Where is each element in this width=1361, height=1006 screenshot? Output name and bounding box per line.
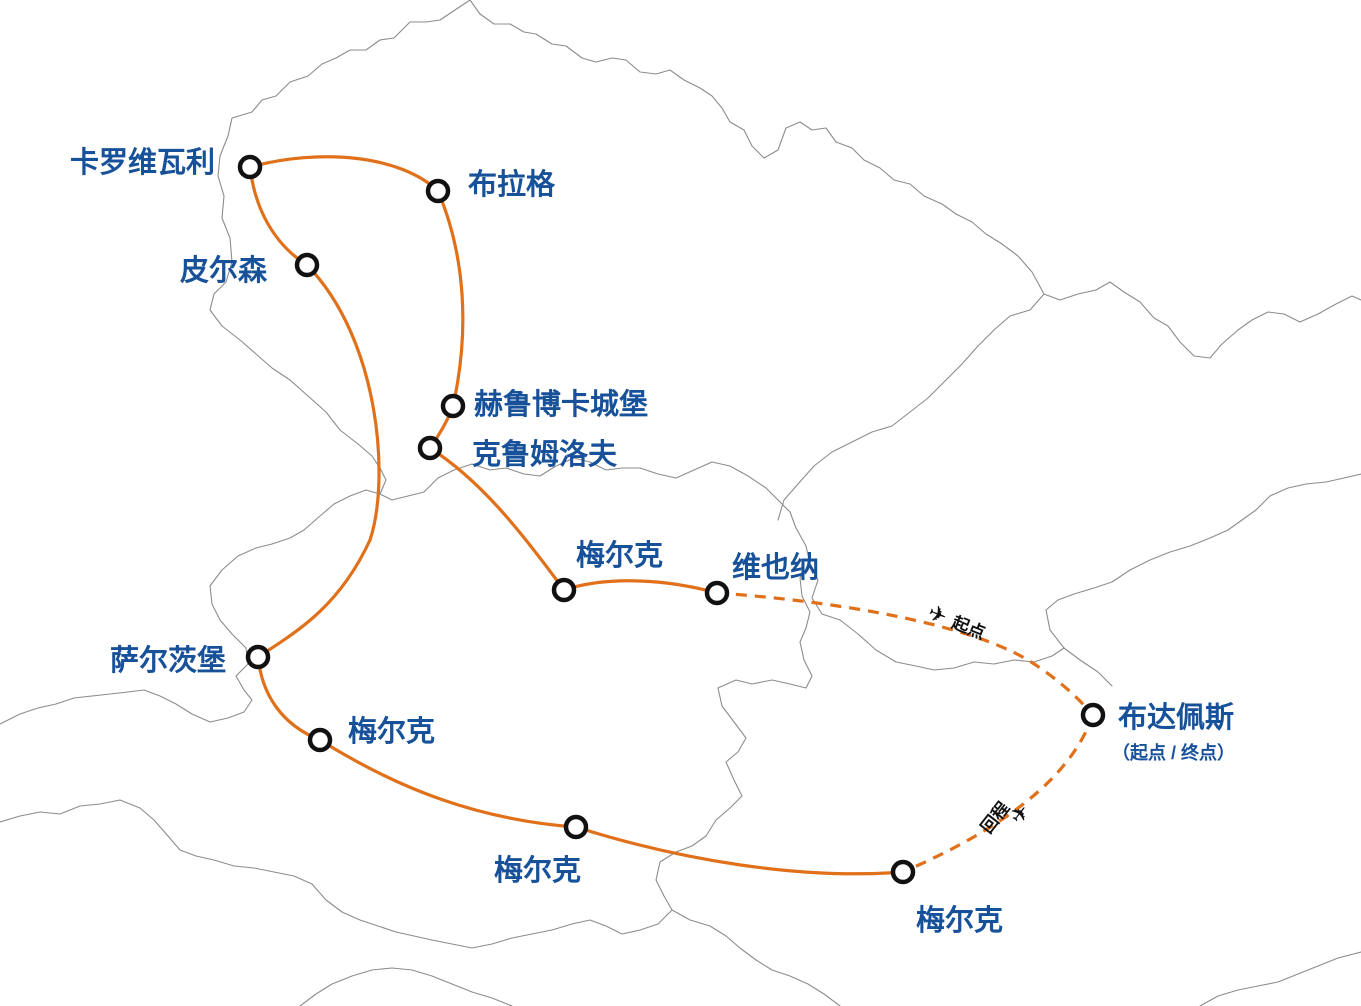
stop-label-melk-4: 梅尔克	[916, 904, 1003, 937]
stop-label-melk-1: 梅尔克	[576, 539, 663, 572]
slovakia-border	[1045, 473, 1361, 649]
flight-annotation-return: ✈ 回程	[977, 799, 1036, 837]
stop-label-melk-3: 梅尔克	[494, 854, 581, 887]
stop-label-pilsen: 皮尔森	[180, 254, 268, 287]
stop-marker-budapest[interactable]	[1080, 702, 1106, 728]
stop-label-karlovy-vary: 卡罗维瓦利	[70, 146, 215, 179]
route-lines	[248, 155, 1095, 876]
slovenia-border	[299, 951, 1361, 1006]
stop-marker-vienna[interactable]	[704, 580, 730, 606]
stop-label-melk-2: 梅尔克	[348, 715, 435, 748]
stop-marker-melk-2[interactable]	[307, 727, 333, 753]
austria-border	[0, 489, 1065, 949]
route-karlovy-vary-to-pilsen	[248, 165, 309, 267]
stop-marker-melk-1[interactable]	[551, 577, 577, 603]
route-pilsen-to-salzburg	[256, 263, 381, 659]
route-salzburg-to-melk	[256, 655, 322, 742]
hungary-border	[671, 647, 1113, 1006]
route-prague-to-hluboka	[436, 189, 465, 408]
stop-label-budapest: 布达佩斯	[1118, 701, 1234, 734]
stop-marker-pilsen[interactable]	[294, 252, 320, 278]
stop-marker-krumlov[interactable]	[417, 435, 443, 461]
stop-label-salzburg: 萨尔茨堡	[110, 644, 226, 677]
stop-label-vienna: 维也纳	[732, 551, 819, 584]
route-melk-to-melk	[318, 738, 578, 829]
stop-marker-hluboka[interactable]	[440, 393, 466, 419]
stop-label-hluboka: 赫鲁博卡城堡	[474, 388, 648, 421]
stop-marker-melk-3[interactable]	[563, 814, 589, 840]
flight-label-return: 回程	[977, 799, 1013, 837]
czech-border	[209, 0, 1361, 565]
route-krumlov-to-melk	[428, 446, 566, 592]
stop-label-budapest-note: （起点 / 终点）	[1112, 742, 1235, 763]
stop-label-prague: 布拉格	[468, 167, 556, 201]
stop-marker-salzburg[interactable]	[245, 644, 271, 670]
flight-vienna-to-budapest	[716, 591, 1095, 717]
stop-labels: 卡罗维瓦利 布拉格 皮尔森 赫鲁博卡城堡 克鲁姆洛夫 梅尔克 维也纳 萨尔茨堡 …	[70, 146, 1235, 937]
flight-budapest-to-melk	[902, 714, 1095, 874]
flight-label-outbound: 起点	[948, 612, 988, 644]
stop-marker-prague[interactable]	[425, 178, 451, 204]
route-melk-to-melk-east	[574, 825, 905, 876]
route-melk-to-vienna	[562, 579, 719, 595]
route-karlovy-vary-to-prague	[248, 155, 440, 193]
stop-markers	[237, 154, 1106, 885]
airplane-icon: ✈	[924, 600, 950, 630]
stop-marker-melk-4[interactable]	[890, 859, 916, 885]
stop-marker-karlovy-vary[interactable]	[237, 154, 263, 180]
flight-annotation-outbound: ✈ 起点	[924, 600, 988, 644]
stop-label-krumlov: 克鲁姆洛夫	[472, 438, 618, 471]
